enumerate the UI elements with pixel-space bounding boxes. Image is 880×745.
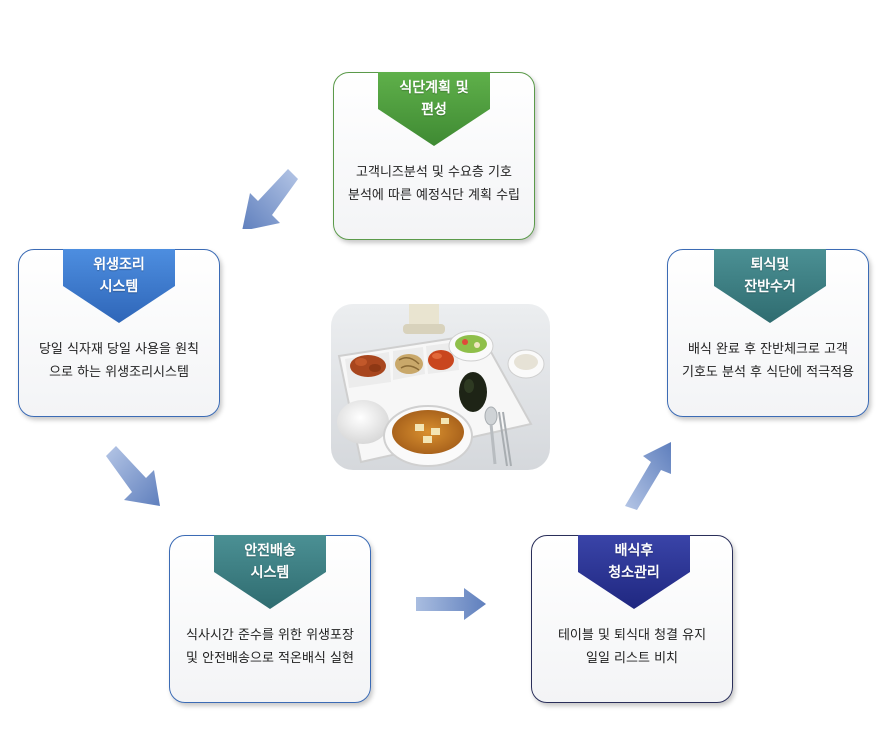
badge-title-line1: 퇴식및 bbox=[750, 257, 790, 273]
desc-safe-delivery: 식사시간 준수를 위한 위생포장 및 안전배송으로 적온배식 실현 bbox=[170, 624, 370, 670]
card-hygiene-cooking: 위생조리 시스템 당일 식자재 당일 사용을 원칙 으로 하는 위생조리시스템 bbox=[18, 249, 220, 417]
desc-cleaning-management: 테이블 및 퇴식대 청결 유지 일일 리스트 비치 bbox=[532, 624, 732, 670]
arrow-left-to-bottom-left bbox=[106, 446, 160, 506]
badge-cleaning-management: 배식후 청소관리 bbox=[578, 535, 690, 609]
meal-tray-photo bbox=[331, 304, 550, 470]
desc-line1: 테이블 및 퇴식대 청결 유지 bbox=[557, 628, 707, 643]
card-safe-delivery: 안전배송 시스템 식사시간 준수를 위한 위생포장 및 안전배송으로 적온배식 … bbox=[169, 535, 371, 703]
desc-hygiene-cooking: 당일 식자재 당일 사용을 원칙 으로 하는 위생조리시스템 bbox=[19, 338, 219, 384]
desc-line2: 분석에 따른 예정식단 계획 수립 bbox=[347, 188, 520, 203]
arrow-bottom-right-to-right bbox=[625, 442, 671, 510]
badge-title-line2: 잔반수거 bbox=[744, 279, 796, 295]
badge-hygiene-cooking: 위생조리 시스템 bbox=[63, 249, 175, 323]
badge-meal-planning: 식단계획 및 편성 bbox=[378, 72, 490, 146]
desc-meal-planning: 고객니즈분석 및 수요층 기호 분석에 따른 예정식단 계획 수립 bbox=[334, 161, 534, 207]
desc-tray-return: 배식 완료 후 잔반체크로 고객 기호도 분석 후 식단에 적극적용 bbox=[668, 338, 868, 384]
badge-title-line1: 위생조리 bbox=[93, 257, 145, 273]
badge-title-line1: 식단계획 및 bbox=[399, 80, 469, 96]
desc-line1: 식사시간 준수를 위한 위생포장 bbox=[186, 628, 354, 643]
badge-title-line1: 안전배송 bbox=[244, 543, 296, 559]
desc-line2: 기호도 분석 후 식단에 적극적용 bbox=[681, 365, 854, 380]
card-meal-planning: 식단계획 및 편성 고객니즈분석 및 수요층 기호 분석에 따른 예정식단 계획… bbox=[333, 72, 535, 240]
card-cleaning-management: 배식후 청소관리 테이블 및 퇴식대 청결 유지 일일 리스트 비치 bbox=[531, 535, 733, 703]
badge-title-line1: 배식후 bbox=[614, 543, 654, 559]
desc-line2: 일일 리스트 비치 bbox=[586, 651, 678, 666]
badge-title-line2: 시스템 bbox=[250, 565, 290, 581]
desc-line1: 고객니즈분석 및 수요층 기호 bbox=[356, 165, 512, 180]
badge-title-line2: 청소관리 bbox=[608, 565, 660, 581]
arrow-top-to-left bbox=[242, 169, 298, 229]
arrow-bottom-left-to-bottom-right bbox=[416, 588, 486, 620]
desc-line2: 으로 하는 위생조리시스템 bbox=[49, 365, 189, 380]
badge-title-line2: 시스템 bbox=[99, 279, 139, 295]
badge-tray-return: 퇴식및 잔반수거 bbox=[714, 249, 826, 323]
card-tray-return: 퇴식및 잔반수거 배식 완료 후 잔반체크로 고객 기호도 분석 후 식단에 적… bbox=[667, 249, 869, 417]
desc-line1: 배식 완료 후 잔반체크로 고객 bbox=[687, 342, 849, 357]
meal-tray-illustration bbox=[331, 304, 550, 470]
badge-safe-delivery: 안전배송 시스템 bbox=[214, 535, 326, 609]
desc-line1: 당일 식자재 당일 사용을 원칙 bbox=[38, 342, 200, 357]
badge-title-line2: 편성 bbox=[421, 102, 447, 118]
desc-line2: 및 안전배송으로 적온배식 실현 bbox=[186, 651, 354, 666]
